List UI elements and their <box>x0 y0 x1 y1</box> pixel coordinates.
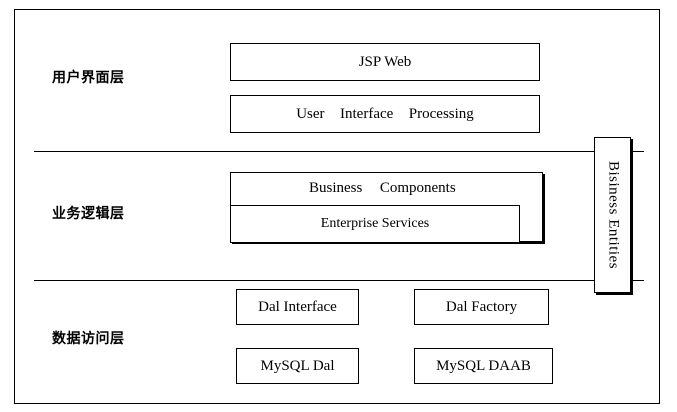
dal-factory-box: Dal Factory <box>414 289 549 325</box>
mysql-daab-box: MySQL DAAB <box>414 348 553 384</box>
layer-divider-top <box>34 151 644 152</box>
enterprise-services-box: Enterprise Services <box>230 205 520 243</box>
jsp-web-box: JSP Web <box>230 43 540 81</box>
layer-divider-bottom <box>34 280 644 281</box>
dal-interface-box: Dal Interface <box>236 289 359 325</box>
ui-layer-label: 用户界面层 <box>52 70 125 86</box>
data-layer-label: 数据访问层 <box>52 331 125 347</box>
ui-processing-box: User Interface Processing <box>230 95 540 133</box>
mysql-dal-box: MySQL Dal <box>236 348 359 384</box>
business-entities-box: Bisiness Entities <box>594 137 631 293</box>
business-components-title: Business Components <box>309 180 456 196</box>
business-entities-label: Bisiness Entities <box>605 160 621 270</box>
business-layer-label: 业务逻辑层 <box>52 206 125 222</box>
architecture-frame <box>14 9 660 404</box>
